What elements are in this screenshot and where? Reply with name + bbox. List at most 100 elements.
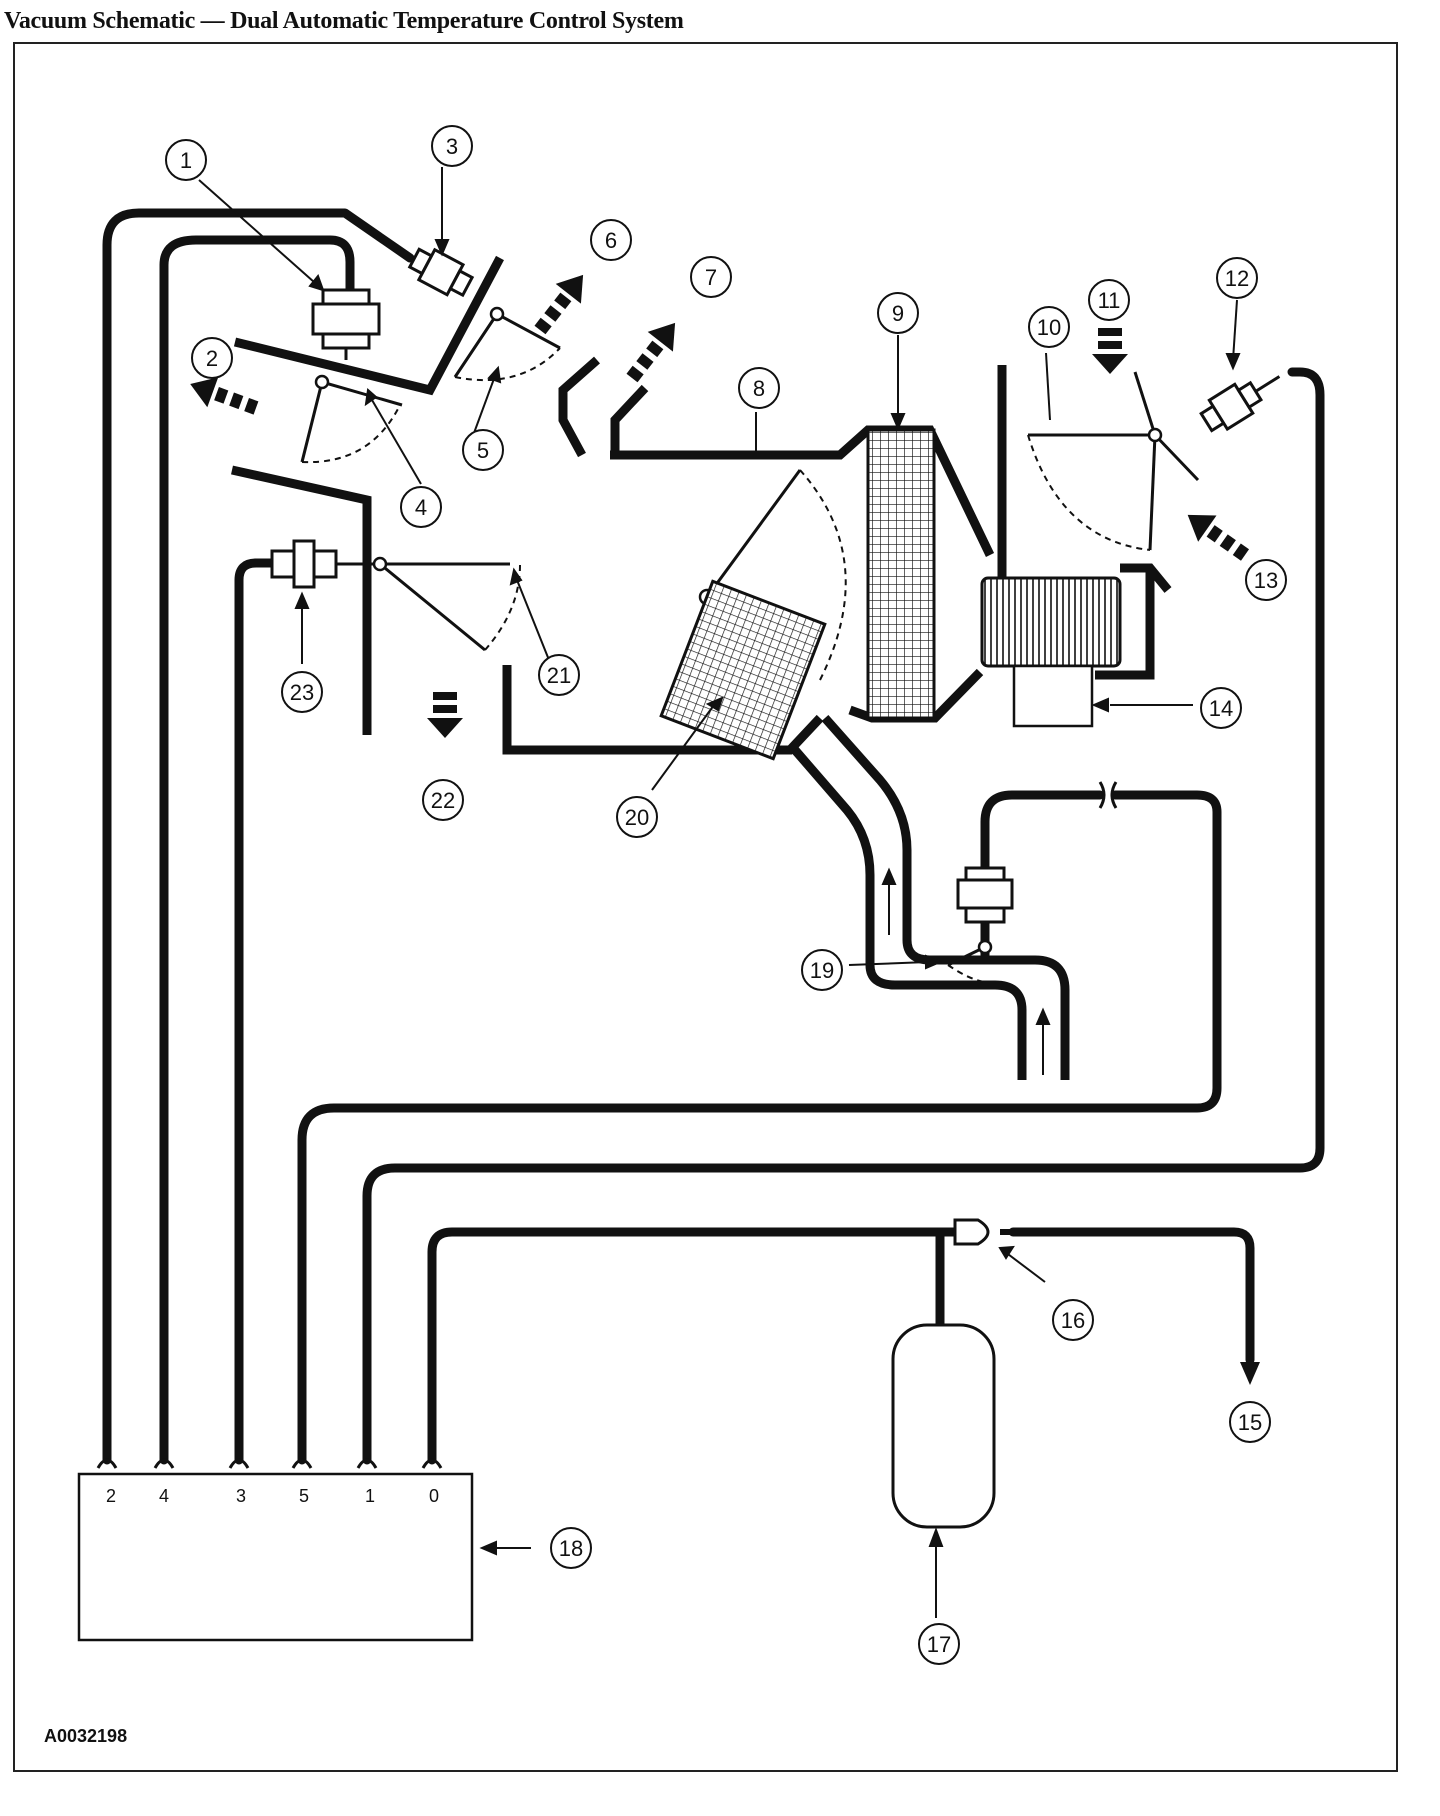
callout-10: 10 [1037,315,1061,340]
diagram-title: Vacuum Schematic — Dual Automatic Temper… [4,8,684,34]
blower-housing-right [1095,568,1155,680]
port-nipple-3 [228,1458,250,1469]
door-5-panel [453,313,499,378]
callout-7: 7 [705,265,717,290]
callout-12-circle [1216,257,1258,299]
vacuum-reservoir [891,1323,996,1529]
port-nipple-2 [96,1458,118,1469]
door-4-swing-arc [301,404,401,464]
door-10-open [1133,371,1157,436]
callout-3-circle [431,125,473,167]
callout-17-circle [918,1623,960,1665]
callout-14-circle [1200,687,1242,729]
door-5-swing-arc [454,347,561,381]
door-10-shaft [1148,434,1157,551]
callout-8-circle [738,367,780,409]
callout-11: 11 [1098,288,1121,313]
callout-15: 15 [1238,1410,1262,1435]
port-label-2: 2 [106,1486,116,1506]
port-nipple-5 [291,1458,313,1469]
hose-quick-connect [1098,781,1118,809]
heater-core [659,579,827,761]
callout-13-circle [1245,559,1287,601]
airflow-arrow-13 [1187,514,1250,561]
callout-16: 16 [1061,1308,1085,1333]
figure-frame [13,42,1398,1772]
airflow-arrow-22 [427,692,463,738]
callout-2: 2 [206,346,218,371]
callout-9: 9 [892,301,904,326]
door-21-swing-arc [484,564,521,651]
callout-23: 23 [290,680,314,705]
vacuum-hose-to-source [1008,1227,1255,1365]
vacuum-hose-port-5 [297,790,1222,1465]
callout-4-circle [400,486,442,528]
callout-5-circle [462,429,504,471]
door-5-pivot [489,306,505,322]
door-10-alt [1153,433,1200,482]
door-19-pivot [977,939,993,955]
callout-2-circle [191,337,233,379]
callout-8: 8 [753,376,765,401]
port-label-4: 4 [159,1486,169,1506]
defrost-outlet-wall-right [610,384,649,455]
door-10-pivot [1147,427,1163,443]
door-21-open [379,562,486,652]
duct-wall-left [231,465,372,735]
door-5-closed [496,312,561,350]
callout-11-circle [1088,279,1130,321]
callout-19: 19 [810,958,834,983]
callout-6-circle [590,219,632,261]
callout-5: 5 [477,438,489,463]
port-label-3: 3 [236,1486,246,1506]
actuator-19 [956,866,1014,942]
vacuum-control-selector [77,1472,474,1642]
port-nipple-0 [421,1458,443,1469]
callout-1-circle [165,139,207,181]
blower-housing-outlet [1120,563,1172,593]
inlet-tube-outer [821,715,1070,1080]
evaporator-core [866,428,936,720]
actuator-3 [407,247,475,298]
port-label-1: 1 [365,1486,375,1506]
callout-22-circle [422,779,464,821]
callout-4: 4 [415,495,427,520]
vacuum-hose-port-1 [362,367,1325,1465]
callout-20-circle [616,796,658,838]
check-valve [953,1218,1014,1246]
callout-16-circle [1052,1299,1094,1341]
callout-21-circle [538,654,580,696]
vacuum-hose-port-4 [159,235,355,1465]
vacuum-hose-port-0 [427,1227,960,1465]
actuator-12 [1199,375,1281,433]
callout-22: 22 [431,788,455,813]
callout-17: 17 [927,1632,951,1657]
port-label-5: 5 [299,1486,309,1506]
airflow-arrow-2 [190,377,259,415]
arrow-to-vacuum-source [1240,1362,1260,1385]
callout-1: 1 [180,148,192,173]
door-10-swing-arc [1027,434,1151,551]
callout-6: 6 [605,228,617,253]
door-4-pivot [314,374,330,390]
callout-15-circle [1229,1401,1271,1443]
duct-wall-upper [233,255,504,396]
airflow-arrow-6 [534,274,584,335]
blower-wheel [980,576,1122,668]
vacuum-hose-port-3 [234,558,277,1465]
blower-motor [1012,664,1094,728]
callout-21: 21 [547,663,571,688]
airflow-arrow-7 [626,322,676,383]
blend-door-8 [705,469,802,598]
callout-3: 3 [446,134,458,159]
inlet-tube-inner [791,747,1027,1080]
callout-10-circle [1028,306,1070,348]
door-21-pivot [372,556,388,572]
callout-9-circle [877,292,919,334]
door-19-swing-arc [947,964,986,983]
callout-12: 12 [1225,266,1249,291]
duct-wall-bottom [502,665,824,755]
actuator-23 [270,539,376,589]
callout-7-circle [690,256,732,298]
